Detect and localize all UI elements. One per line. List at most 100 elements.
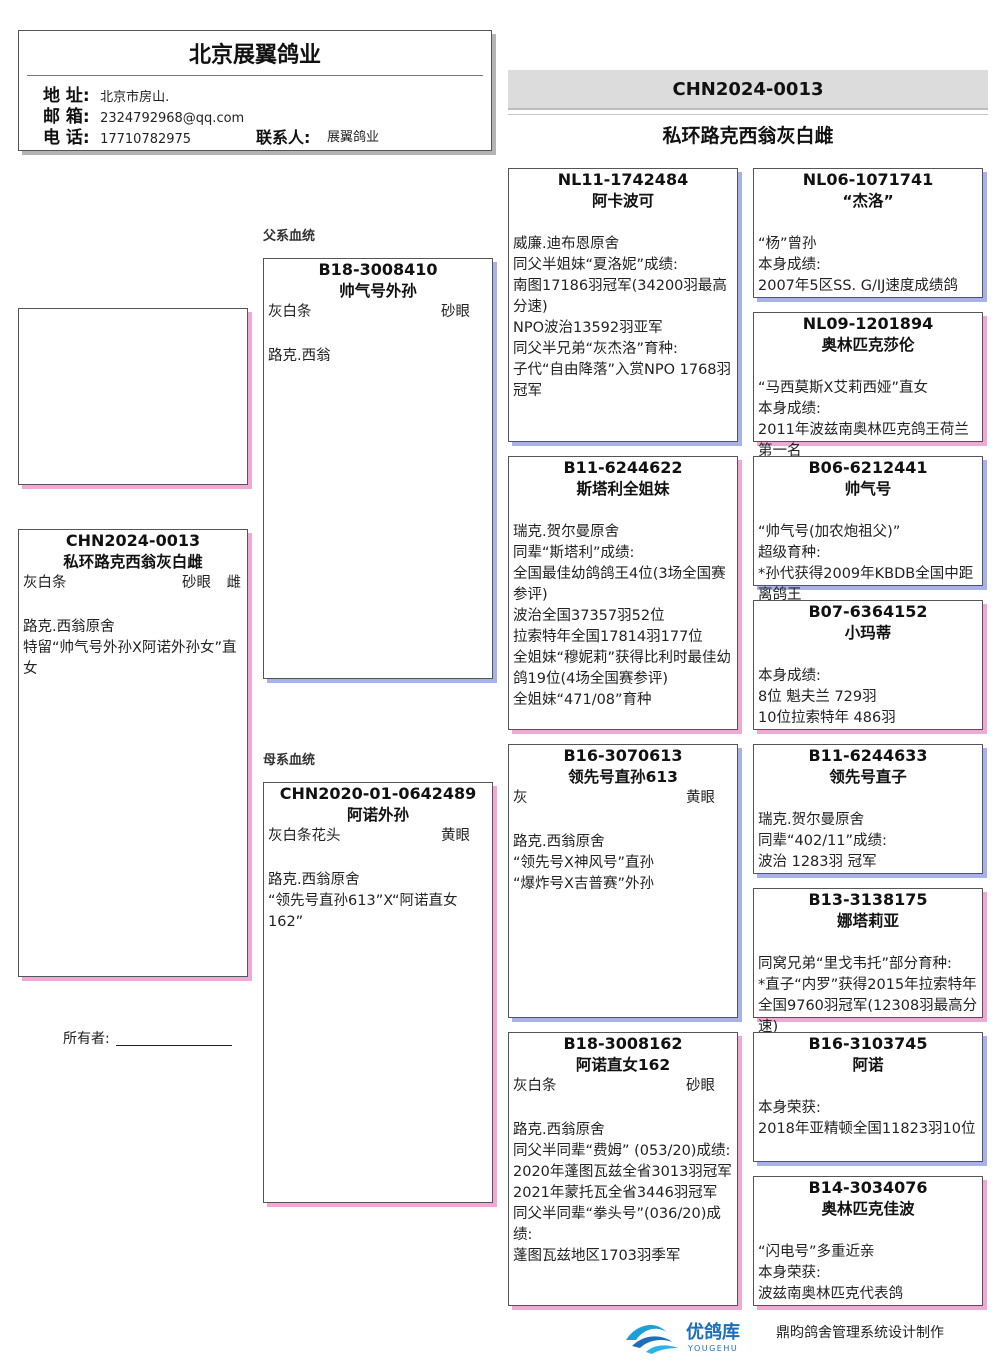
plumage-color: 灰白条 [23, 575, 67, 591]
pedigree-card-dam-sire[interactable]: B16-3070613 领先号直孙613 灰 黄眼路克.西翁原舍“领先号X神风号”直孙… [508, 744, 738, 1018]
email-row: 邮 箱: 2324792968@qq.com [43, 107, 244, 127]
divider [508, 114, 988, 115]
pigeon-name: 奥林匹克莎伦 [821, 336, 915, 354]
owner-field: 所有者: [63, 1028, 232, 1048]
pigeon-name: 领先号直孙613 [568, 768, 678, 786]
ring-number: B11-6244633 [808, 746, 928, 765]
plumage-color: 灰白条 [513, 1078, 557, 1094]
contact-label: 联系人: [256, 128, 311, 147]
note-line: 路克.西翁原舍 [268, 872, 360, 888]
spacer [264, 848, 492, 870]
owner-signature-line[interactable] [115, 1031, 232, 1046]
brand-name: 优鸽库 [686, 1321, 740, 1343]
spacer [509, 1098, 737, 1120]
spacer [754, 356, 982, 378]
note-line: 波兹南奥林匹克代表鸽 [758, 1286, 903, 1302]
eye-color: 砂眼 [441, 304, 470, 320]
color-eye-row: 灰 黄眼 [513, 788, 733, 810]
note-line: 同父半兄弟“灰杰洛”育种: [513, 341, 678, 357]
note-line: 全姐妹“穆妮莉”获得比利时最佳幼鸽19位(4场全国赛参评) [513, 650, 732, 687]
note-line: 拉索特年全国17814羽177位 [513, 629, 703, 645]
ring-number: B16-3103745 [808, 1034, 928, 1053]
pigeon-name: 阿卡波可 [591, 192, 654, 210]
pigeon-name: 帅气号外孙 [339, 282, 417, 300]
divider [27, 75, 483, 76]
spacer [19, 595, 247, 617]
ring-number: CHN2024-0013 [65, 531, 201, 550]
note-line: “爆炸号X吉普赛”外孙 [513, 876, 654, 892]
plumage-color: 灰白条 [268, 304, 312, 320]
ring-number: B16-3070613 [563, 746, 683, 765]
note-line: 路克.西翁 [268, 348, 331, 364]
pedigree-card-ddd[interactable]: B14-3034076 奥林匹克佳波 “闪电号”多重近亲本身荣获:波兹南奥林匹克代表… [753, 1176, 983, 1306]
pedigree-card-sss[interactable]: NL06-1071741“杰洛”“杨”曾孙本身成绩:2007年5区SS. G/I… [753, 168, 983, 298]
pigeon-name: 领先号直子 [829, 768, 907, 786]
footer-credit: 鼎昀鸽舍管理系统设计制作 [776, 1325, 944, 1341]
note-line: NPO波治13592羽亚军 [513, 320, 663, 336]
card-notes: “杨”曾孙本身成绩: 2007年5区SS. G/IJ速度成绩鸽 [754, 234, 982, 297]
note-line: 2011年波兹南奥林匹克鸽王荷兰第一名 [758, 422, 969, 459]
address-row: 地 址: 北京市房山. [43, 86, 169, 106]
note-line: 2007年5区SS. G/IJ速度成绩鸽 [758, 278, 958, 294]
card-notes: 路克.西翁原舍 “领先号直孙613”X“阿诺直女162” [264, 870, 492, 933]
pigeon-name: 奥林匹克佳波 [821, 1200, 915, 1218]
spacer [754, 932, 982, 954]
card-notes: 威廉.迪布恩原舍同父半姐妹“夏洛妮”成绩:南图17186羽冠军(34200羽最高… [509, 234, 737, 402]
note-line: 全姐妹“471/08”育种 [513, 692, 652, 708]
email-value: 2324792968@qq.com [100, 111, 245, 126]
card-notes: 瑞克.贺尔曼原舍同辈“斯塔利”成绩:全国最佳幼鸽鸽王4位(3场全国赛参评)波治全… [509, 522, 737, 711]
card-notes: 本身荣获:2018年亚精顿全国11823羽10位 [754, 1098, 982, 1140]
email-label: 邮 箱: [43, 107, 90, 127]
subject-ring-banner: CHN2024-0013 [508, 70, 988, 110]
note-line: *直子“内罗”获得2015年拉索特年全国9760羽冠军(12308羽最高分速) [758, 977, 978, 1035]
loft-info-box: 北京展翼鸽业 地 址: 北京市房山. 邮 箱: 2324792968@qq.co… [18, 30, 492, 151]
pigeon-name: 阿诺直女162 [575, 1056, 671, 1074]
note-line: “马西莫斯X艾莉西娅”直女 [758, 380, 928, 396]
ring-number: B13-3138175 [808, 890, 928, 909]
note-line: 同窝兄弟“里戈韦托”部分育种: [758, 956, 952, 972]
pedigree-card-dsd[interactable]: B13-3138175 娜塔莉亚同窝兄弟“里戈韦托”部分育种: *直子“内罗”获得2… [753, 888, 983, 1035]
pigeon-name: 娜塔莉亚 [836, 912, 899, 930]
note-line: 同辈“斯塔利”成绩: [513, 545, 635, 561]
note-line: 本身成绩: [758, 257, 821, 273]
pedigree-card-sire[interactable]: B18-3008410 帅气号外孙灰白条 砂眼路克.西翁 [263, 258, 493, 679]
pigeon-name: 帅气号 [844, 480, 892, 498]
address-value: 北京市房山. [100, 90, 170, 105]
spacer [754, 1076, 982, 1098]
ring-number: B14-3034076 [808, 1178, 928, 1197]
card-notes: “闪电号”多重近亲本身荣获:波兹南奥林匹克代表鸽 [754, 1242, 982, 1305]
note-line: 路克.西翁原舍 [23, 619, 115, 635]
note-line: “领先号直孙613”X“阿诺直女162” [268, 893, 458, 930]
color-eye-row: 灰白条花头黄眼 [268, 826, 488, 848]
card-notes: 瑞克.贺尔曼原舍同辈“402/11”成绩:波治 1283羽 冠军 [754, 810, 982, 873]
note-line: 威廉.迪布恩原舍 [513, 236, 620, 252]
card-notes: 路克.西翁原舍“领先号X神风号”直孙“爆炸号X吉普赛”外孙 [509, 832, 737, 895]
plumage-color: 灰 [513, 790, 528, 806]
note-line: 波治 1283羽 冠军 [758, 854, 877, 870]
note-line: 特留“帅气号外孙X阿诺外孙女”直女 [23, 640, 237, 677]
spacer [509, 500, 737, 522]
pedigree-card-dss[interactable]: B11-6244633 领先号直子瑞克.贺尔曼原舍同辈“402/11”成绩:波治 … [753, 744, 983, 874]
owner-label: 所有者: [63, 1031, 110, 1047]
eye-color: 黄眼 [686, 790, 715, 806]
note-line: 波治全国37357羽52位 [513, 608, 665, 624]
phone-value: 17710782975 [100, 132, 192, 147]
ring-number: B18-3008410 [318, 260, 438, 279]
note-line: 2018年亚精顿全国11823羽10位 [758, 1121, 976, 1137]
sire-line-label: 父系血统 [263, 229, 316, 244]
color-eye-row: 灰白条砂眼雌 [23, 573, 243, 595]
plumage-color: 灰白条花头 [268, 828, 341, 844]
note-line: “杨”曾孙 [758, 236, 817, 252]
phone-row: 电 话: 17710782975 联系人: 展翼鸽业 [43, 128, 463, 148]
note-line: 8位 魁夫兰 729羽 [758, 689, 877, 705]
